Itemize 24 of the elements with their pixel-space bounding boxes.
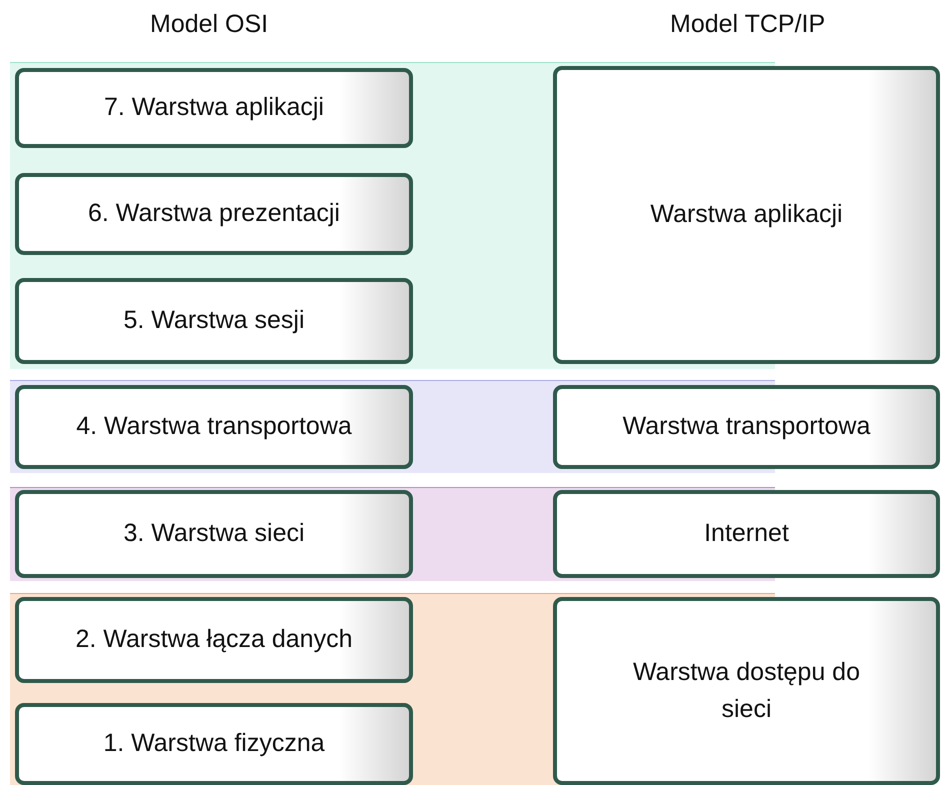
layer-box (553, 597, 940, 785)
layer-box (15, 68, 413, 148)
layer-name: Warstwa transportowa (622, 411, 872, 442)
column-heading: Model TCP/IP (670, 10, 826, 39)
layer-name: Warstwa dostępu do sieci (632, 656, 861, 725)
layer-name: 7. Warstwa aplikacji (103, 92, 325, 124)
layer-name: Warstwa aplikacji (649, 199, 844, 230)
layer-box (15, 597, 413, 683)
layer-name: 1. Warstwa fizyczna (102, 728, 326, 760)
column-heading: Model OSI (150, 10, 268, 39)
layer-box (15, 173, 413, 255)
layer-name: Internet (703, 518, 790, 550)
layer-box (553, 490, 940, 578)
layer-name: 3. Warstwa sieci (122, 518, 306, 550)
layer-box (553, 385, 940, 469)
layer-box (553, 66, 940, 364)
layer-name: 5. Warstwa sesji (122, 305, 306, 336)
layer-name: 2. Warstwa łącza danych (74, 624, 354, 656)
layer-box (15, 490, 413, 578)
layer-box (15, 703, 413, 785)
layer-box (15, 278, 413, 364)
layer-name: 4. Warstwa transportowa (75, 411, 353, 442)
layer-box (15, 385, 413, 469)
layer-name: 6. Warstwa prezentacji (87, 198, 341, 230)
